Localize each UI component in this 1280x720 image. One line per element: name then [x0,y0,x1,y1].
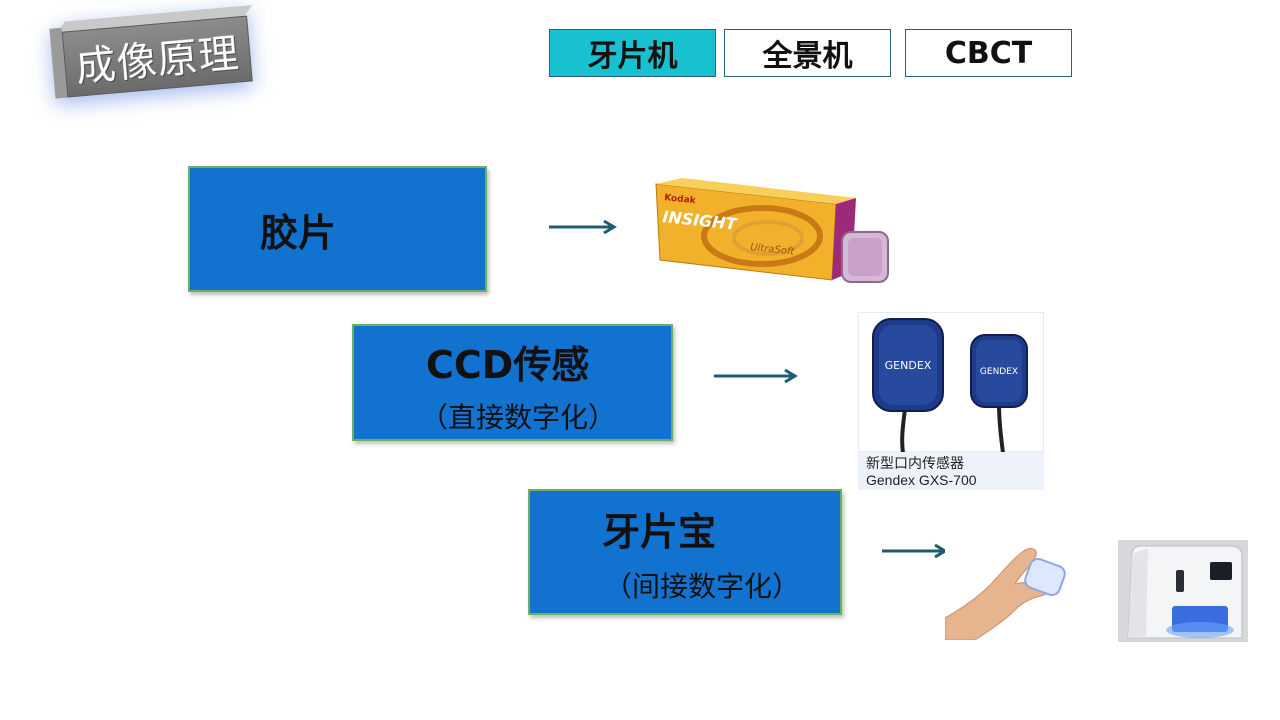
tab-cbct[interactable]: CBCT [905,29,1072,77]
ccd-label: CCD传感 [426,343,590,387]
tab-dental-xray[interactable]: 牙片机 [549,29,716,77]
film-brand-text: Kodak [664,193,697,206]
film-label: 胶片 [260,211,337,255]
plate-scanner-image [1118,540,1248,642]
arrow-right-icon [549,219,617,235]
section-title-block: 成像原理 [49,5,255,102]
film-box: 胶片 [188,166,487,292]
psp-box: 牙片宝 （间接数字化） [528,489,842,615]
film-package-image: Kodak INSIGHT UltraSoft [655,178,889,283]
sensor-brand-text-large: GENDEX [885,359,932,372]
psp-sublabel: （间接数字化） [604,570,801,603]
page-title: 成像原理 [73,30,242,91]
arrow-right-icon [882,543,948,559]
arrow-right-icon [714,368,798,384]
tab-panoramic[interactable]: 全景机 [724,29,891,77]
ccd-box: CCD传感 （直接数字化） [352,324,673,441]
sensor-caption: 新型口内传感器 Gendex GXS-700 [858,452,1044,490]
ccd-sublabel: （直接数字化） [420,401,617,434]
gendex-sensor-image: GENDEX GENDEX [858,312,1044,454]
hand-with-plate-image [945,540,1071,640]
psp-label: 牙片宝 [602,510,717,554]
sensor-caption-line1: 新型口内传感器 [866,455,964,471]
sensor-brand-text-small: GENDEX [980,367,1018,377]
film-sub-text: UltraSoft [750,242,796,258]
sensor-caption-line2: Gendex GXS-700 [866,472,977,488]
